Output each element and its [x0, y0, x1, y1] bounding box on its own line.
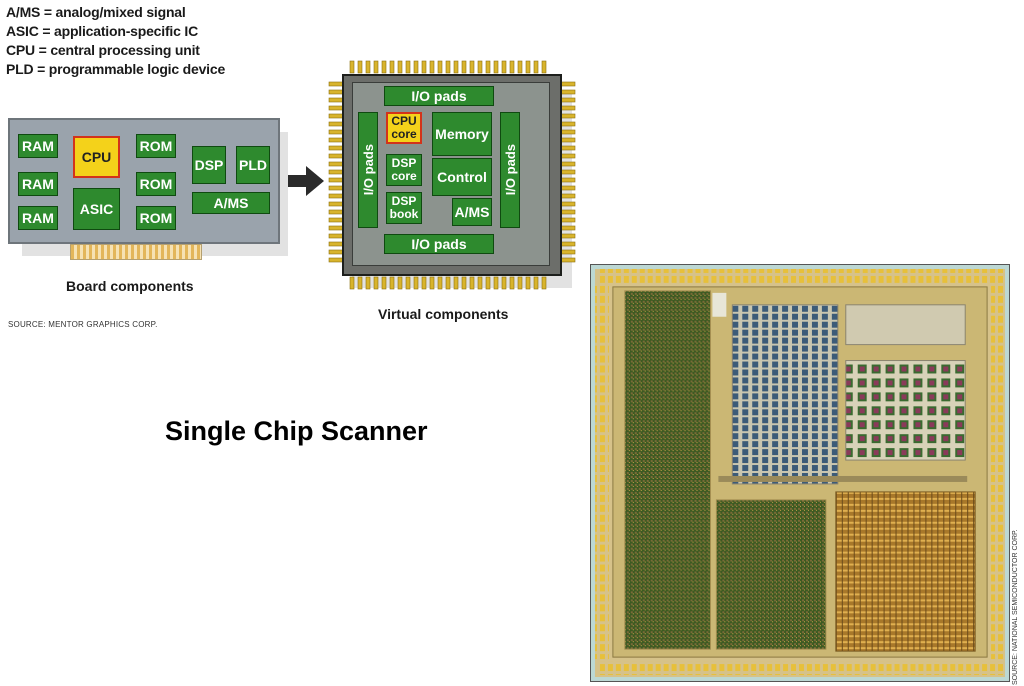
chip-io-pads-left: I/O pads	[358, 112, 378, 228]
legend-asic: ASIC = application-specific IC	[6, 23, 198, 39]
arrow-right-icon	[288, 166, 324, 196]
board-dsp: DSP	[192, 146, 226, 184]
chip-ams: A/MS	[452, 198, 492, 226]
chip-io-pads-bottom: I/O pads	[384, 234, 494, 254]
board-caption: Board components	[66, 278, 194, 294]
legend-ams: A/MS = analog/mixed signal	[6, 4, 186, 20]
chip-memory: Memory	[432, 112, 492, 156]
chip-cpu-core: CPU core	[386, 112, 422, 144]
chip-io-pads-top: I/O pads	[384, 86, 494, 106]
legend-cpu: CPU = central processing unit	[6, 42, 200, 58]
board-ram-3: RAM	[18, 206, 58, 230]
board-pld: PLD	[236, 146, 270, 184]
page-title: Single Chip Scanner	[165, 416, 428, 446]
chip-io-pads-right: I/O pads	[500, 112, 520, 228]
board-rom-1: ROM	[136, 134, 176, 158]
board-rom-3: ROM	[136, 206, 176, 230]
chip-control: Control	[432, 158, 492, 196]
board-ram-2: RAM	[18, 172, 58, 196]
legend-pld: PLD = programmable logic device	[6, 61, 226, 77]
board-asic: ASIC	[73, 188, 120, 230]
chip-dsp-book: DSP book	[386, 192, 422, 224]
board-ams: A/MS	[192, 192, 270, 214]
board-ram-1: RAM	[18, 134, 58, 158]
chip-caption: Virtual components	[378, 306, 509, 322]
source-left: SOURCE: MENTOR GRAPHICS CORP.	[8, 320, 158, 329]
board-cpu: CPU	[73, 136, 120, 178]
chip-die-photo	[590, 264, 1010, 682]
board-rom-2: ROM	[136, 172, 176, 196]
chip-dsp-core: DSP core	[386, 154, 422, 186]
source-right: SOURCE: NATIONAL SEMICONDUCTOR CORP.	[1012, 529, 1019, 685]
board-edge-connector	[70, 244, 202, 260]
